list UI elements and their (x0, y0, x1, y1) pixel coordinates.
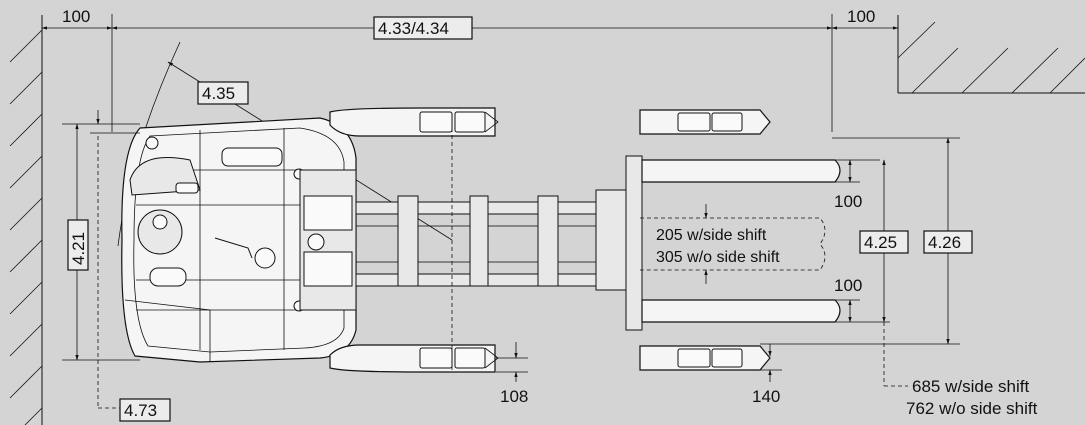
turning-radius-label: 4.35 (202, 84, 235, 103)
fork-guards (329, 107, 499, 373)
right-corner-wall (897, 15, 1085, 94)
left-wall (9, 15, 43, 425)
inner-width-box (859, 230, 909, 254)
pallet-pieces (639, 109, 771, 371)
side-shift-685-label: 685 w/side shift (912, 377, 1029, 396)
mast-offset-label: 4.73 (124, 401, 157, 420)
outer-width-box (923, 230, 973, 254)
no-side-shift-762-label: 762 w/o side shift (906, 399, 1038, 418)
mast-assembly (299, 128, 643, 370)
fork-gap-top-label: 100 (834, 192, 862, 211)
fork-pocket-140-label: 140 (752, 387, 780, 406)
mast-offset-box (119, 398, 171, 422)
width-label: 4.21 (69, 232, 88, 265)
turning-radius-box (197, 81, 249, 105)
pallet-outline (640, 217, 826, 271)
overall-length-label: 4.33/4.34 (378, 19, 449, 38)
fork-gap-bottom-label: 100 (834, 276, 862, 295)
width-box (67, 219, 89, 271)
right-clearance-label: 100 (847, 7, 875, 26)
left-clearance-label: 100 (62, 7, 90, 26)
fork-pocket-108-label: 108 (500, 387, 528, 406)
outer-width-label: 4.26 (928, 233, 961, 252)
side-shift-205-label: 205 w/side shift (656, 227, 767, 244)
overall-length-box (373, 16, 473, 40)
no-side-shift-305-label: 305 w/o side shift (656, 249, 780, 266)
inner-width-label: 4.25 (864, 233, 897, 252)
forklift-body (121, 117, 357, 363)
